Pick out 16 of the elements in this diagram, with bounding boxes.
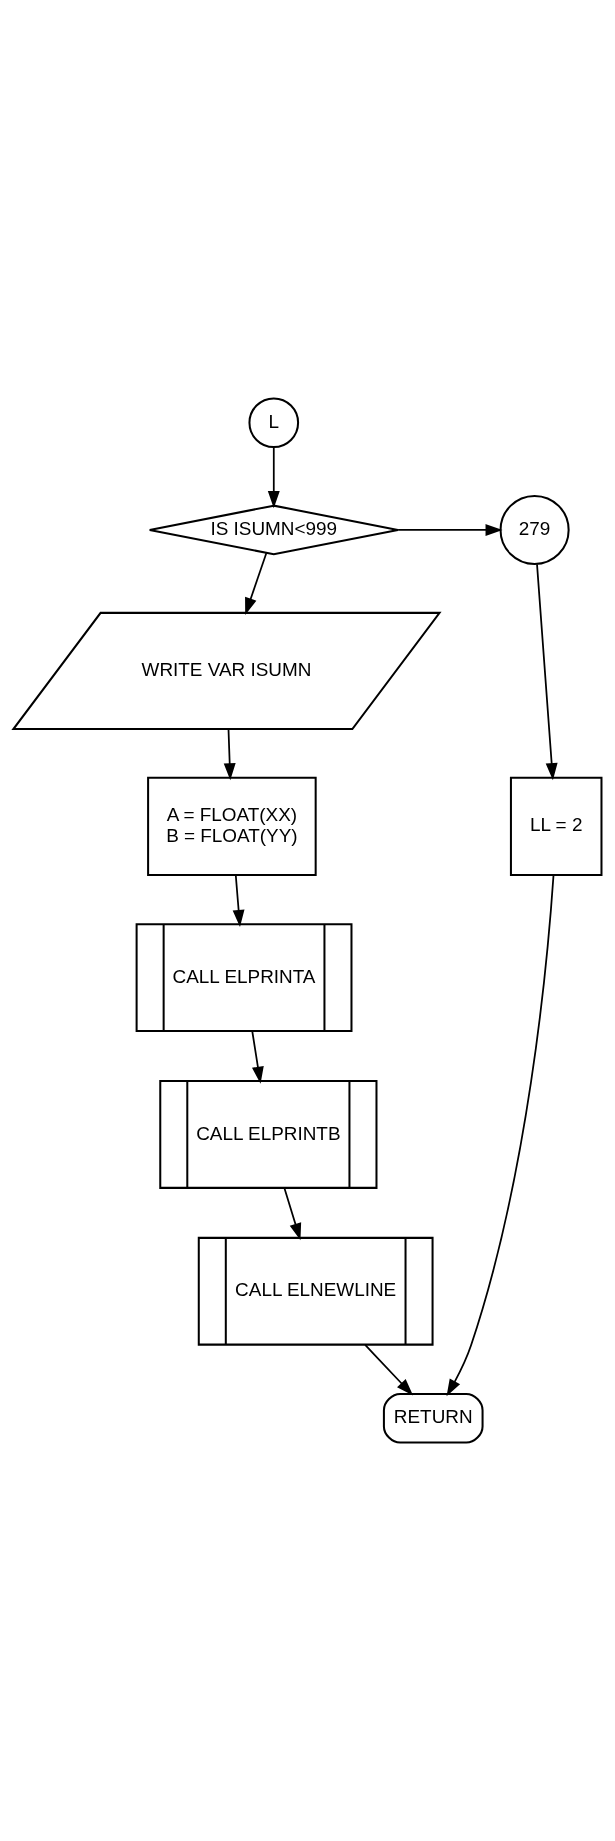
node-box: RETURN xyxy=(382,1392,484,1444)
arrow xyxy=(536,563,558,781)
arrow xyxy=(364,1344,414,1396)
arrow xyxy=(283,1187,302,1241)
arrow xyxy=(232,874,245,927)
node-circle: L xyxy=(248,397,300,449)
node-circle: 279 xyxy=(499,494,570,566)
arrow xyxy=(245,552,268,615)
node-box: A = FLOAT(XX) B = FLOAT(YY) xyxy=(147,776,317,877)
arrow xyxy=(446,874,555,1397)
arrow xyxy=(397,524,503,536)
arrow xyxy=(223,728,236,781)
node-box: LL = 2 xyxy=(509,776,603,877)
arrow xyxy=(251,1030,264,1084)
arrow xyxy=(267,446,280,509)
node-diamond: IS ISUMN<999 xyxy=(148,504,399,556)
